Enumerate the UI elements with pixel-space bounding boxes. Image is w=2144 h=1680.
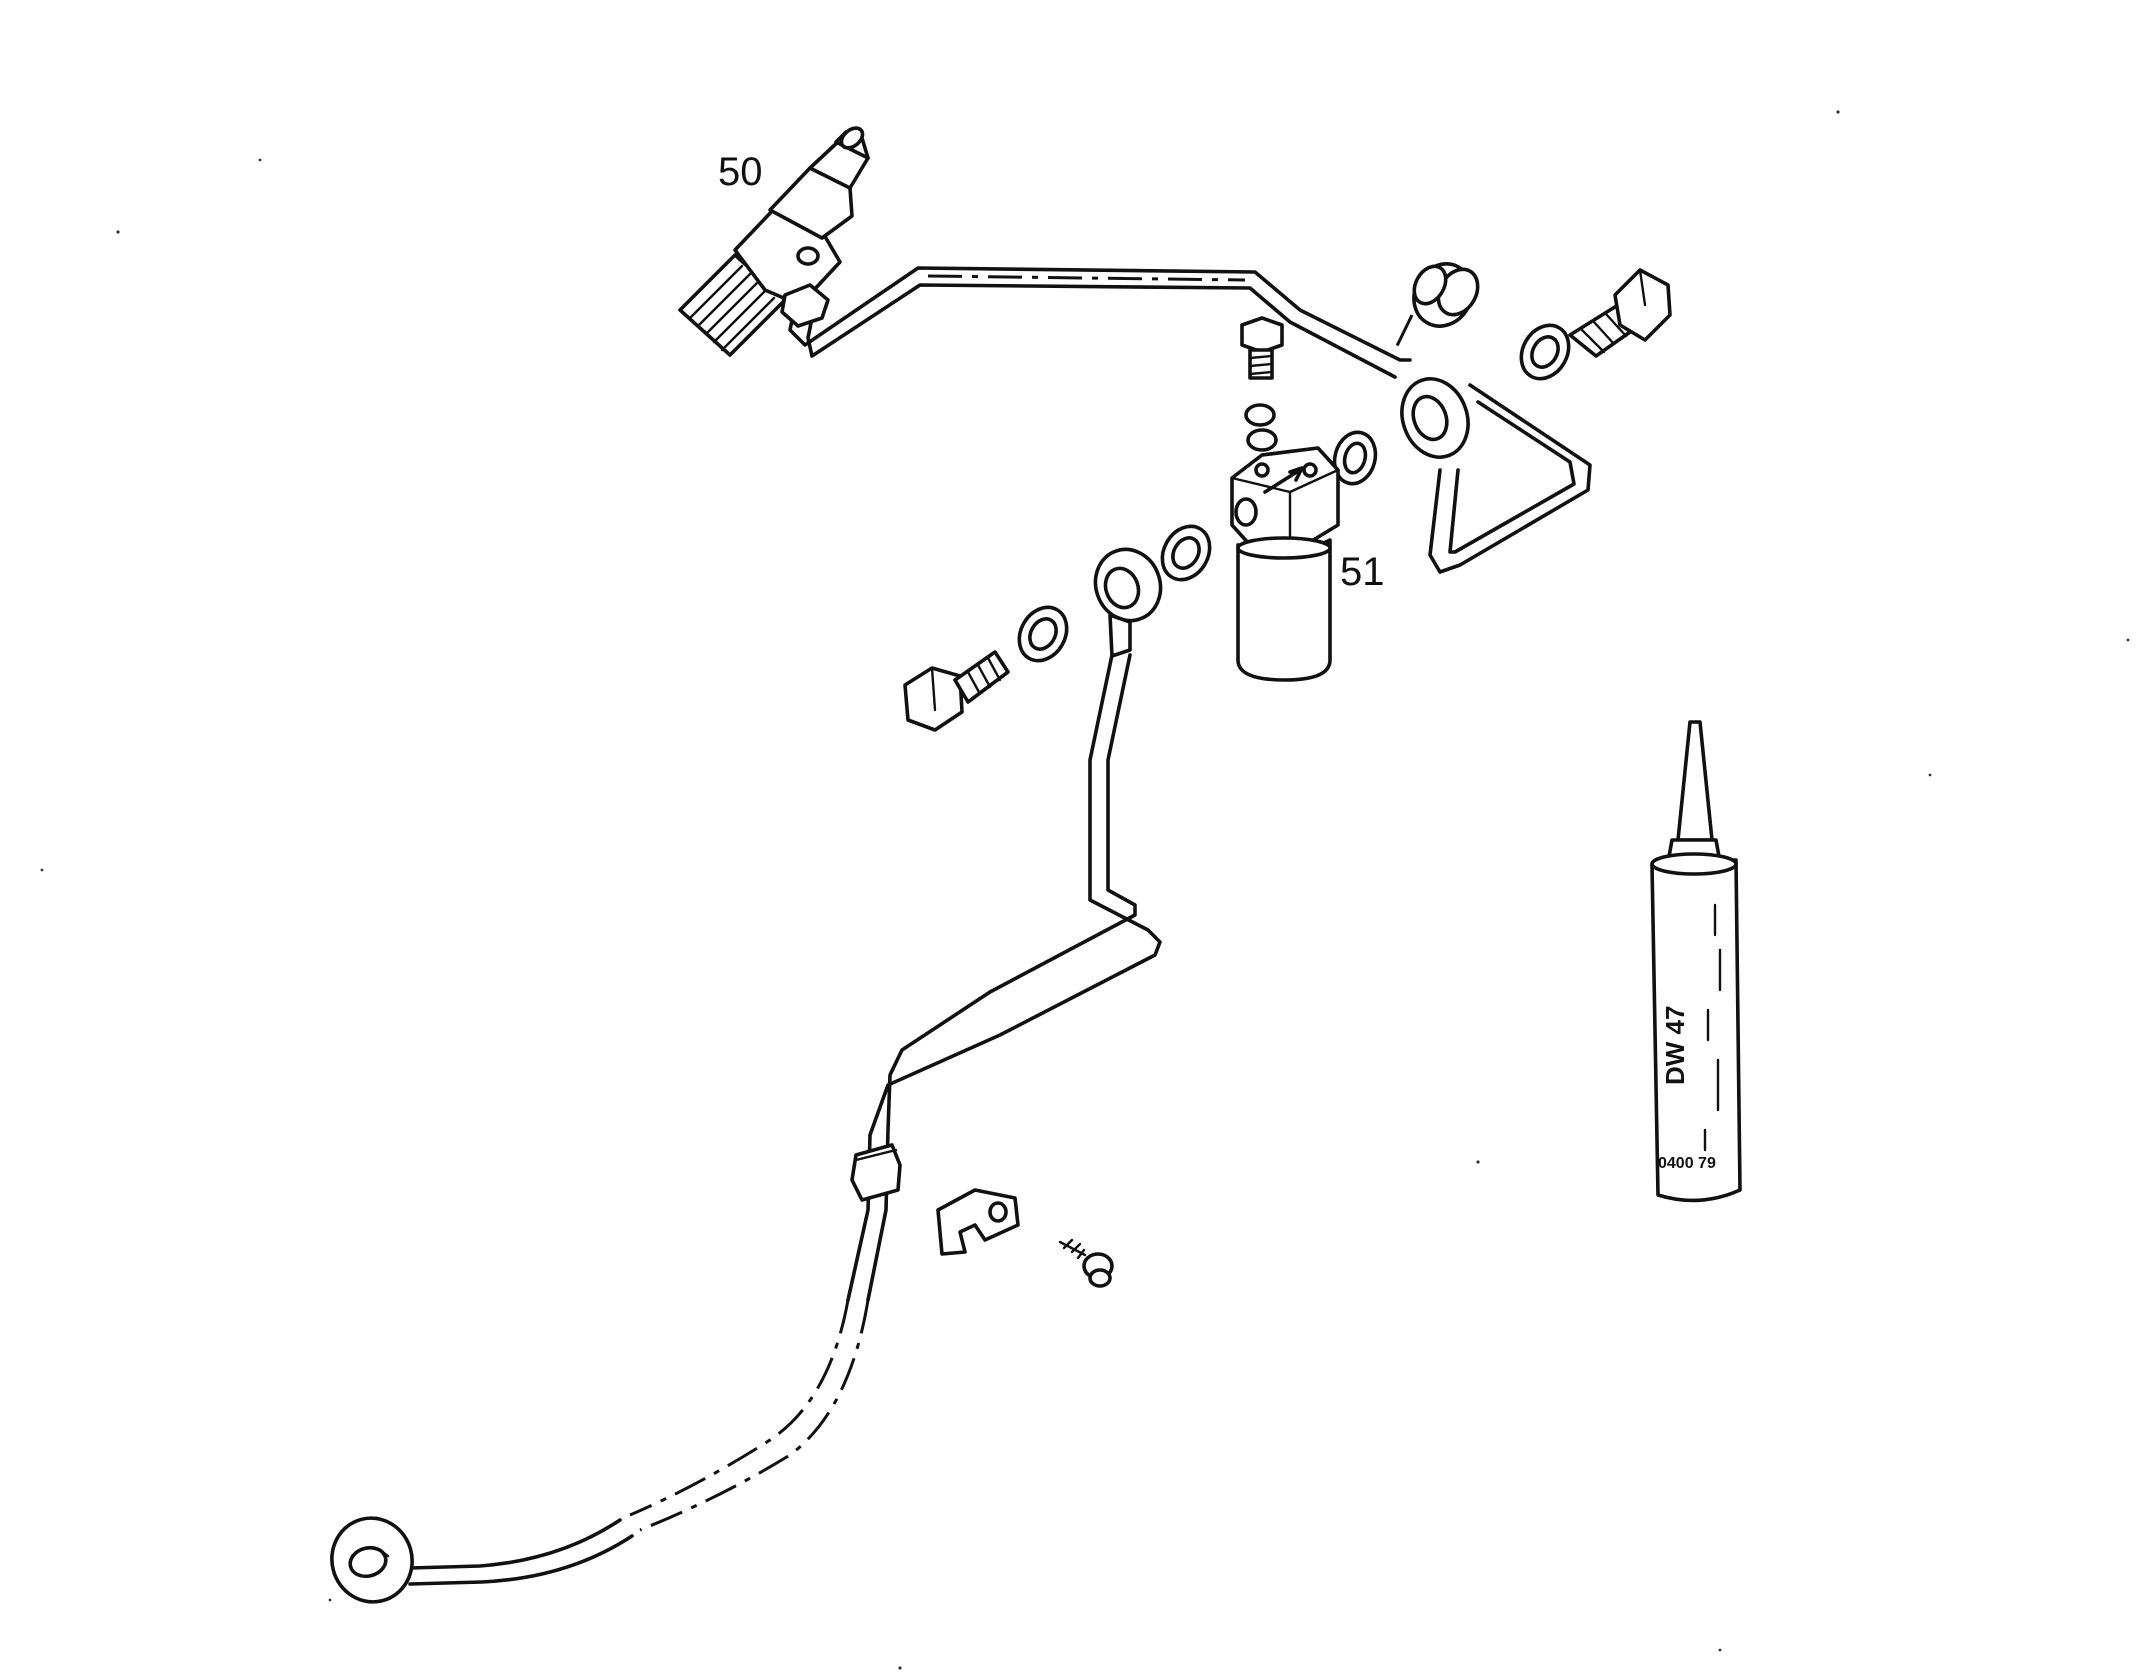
callout-part-51: 51 <box>1340 550 1385 594</box>
banjo-fitting-lower <box>1093 547 1163 658</box>
banjo-bolt-top-right <box>1568 268 1672 358</box>
banjo-bolt-lower-left <box>903 650 1010 732</box>
upper-fuel-line <box>788 266 1592 574</box>
banjo-washer-left <box>1017 605 1069 663</box>
filter-side-washer <box>1160 524 1212 582</box>
sealant-label: DW 47 <box>1660 1006 1690 1085</box>
banjo-seal-top <box>1393 262 1480 351</box>
self-tapping-screw <box>1058 1238 1114 1288</box>
fuel-filter-part-51: 51 <box>1230 316 1385 682</box>
scan-specks <box>40 110 2130 1670</box>
banjo-washer-right <box>1519 323 1571 381</box>
callout-part-50: 50 <box>718 150 763 194</box>
pipe-clip <box>936 1188 1020 1256</box>
sealant-part-number: 0400 79 <box>1658 1155 1716 1172</box>
injector-part-50: 50 <box>678 126 870 357</box>
sealant-tube: DW 47 0400 79 <box>1650 720 1742 1203</box>
eyelet-terminal <box>330 1516 414 1604</box>
banjo-fitting-upper <box>1400 377 1470 459</box>
lower-fuel-line <box>408 653 1162 1586</box>
